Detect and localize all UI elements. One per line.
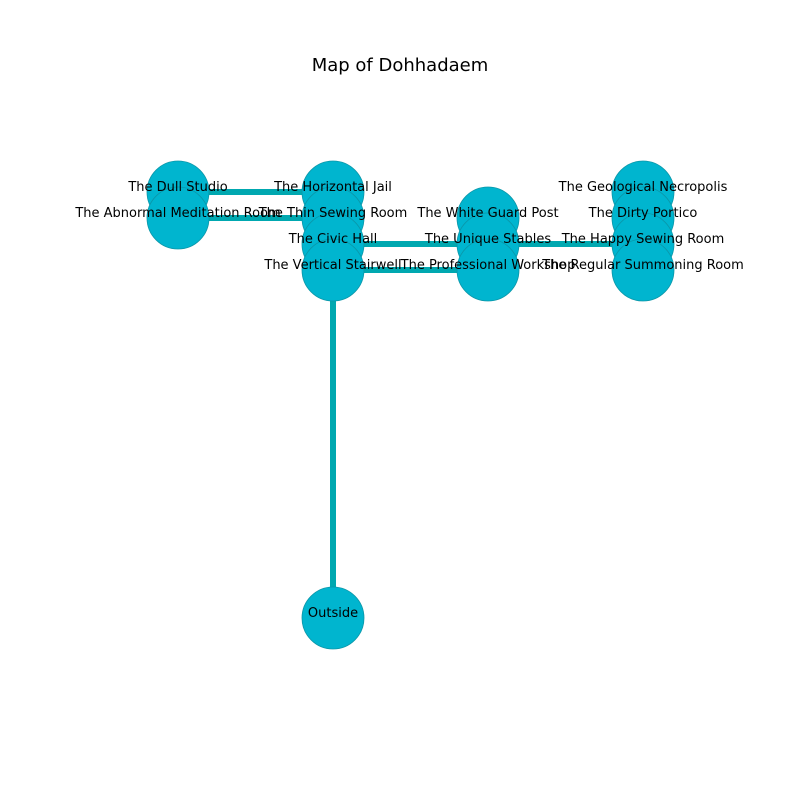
label-civic-hall: The Civic Hall <box>288 232 378 247</box>
node-regular-summoning-room[interactable] <box>611 238 675 302</box>
label-professional-workshop: The Professional Workshop <box>400 258 576 273</box>
node-vertical-stairwell[interactable] <box>301 238 365 302</box>
label-dull-studio: The Dull Studio <box>127 180 227 195</box>
label-horizontal-jail: The Horizontal Jail <box>273 180 392 195</box>
node-outside[interactable] <box>301 586 365 650</box>
node-abnormal-meditation-room[interactable] <box>146 186 210 250</box>
label-dirty-portico: The Dirty Portico <box>588 206 698 221</box>
label-vertical-stairwell: The Vertical Stairwell <box>263 258 401 273</box>
node-professional-workshop[interactable] <box>456 238 520 302</box>
label-regular-summoning-room: The Regular Summoning Room <box>541 258 744 273</box>
label-abnormal-meditation-room: The Abnormal Meditation Room <box>74 206 280 221</box>
map-title: Map of Dohhadaem <box>311 55 489 76</box>
label-happy-sewing-room: The Happy Sewing Room <box>561 232 725 247</box>
edges-layer <box>178 189 643 618</box>
label-thin-sewing-room: The Thin Sewing Room <box>258 206 408 221</box>
label-white-guard-post: The White Guard Post <box>416 206 558 221</box>
label-geological-necropolis: The Geological Necropolis <box>558 180 728 195</box>
label-unique-stables: The Unique Stables <box>424 232 551 247</box>
label-outside: Outside <box>308 606 358 621</box>
nodes-layer <box>146 160 675 650</box>
